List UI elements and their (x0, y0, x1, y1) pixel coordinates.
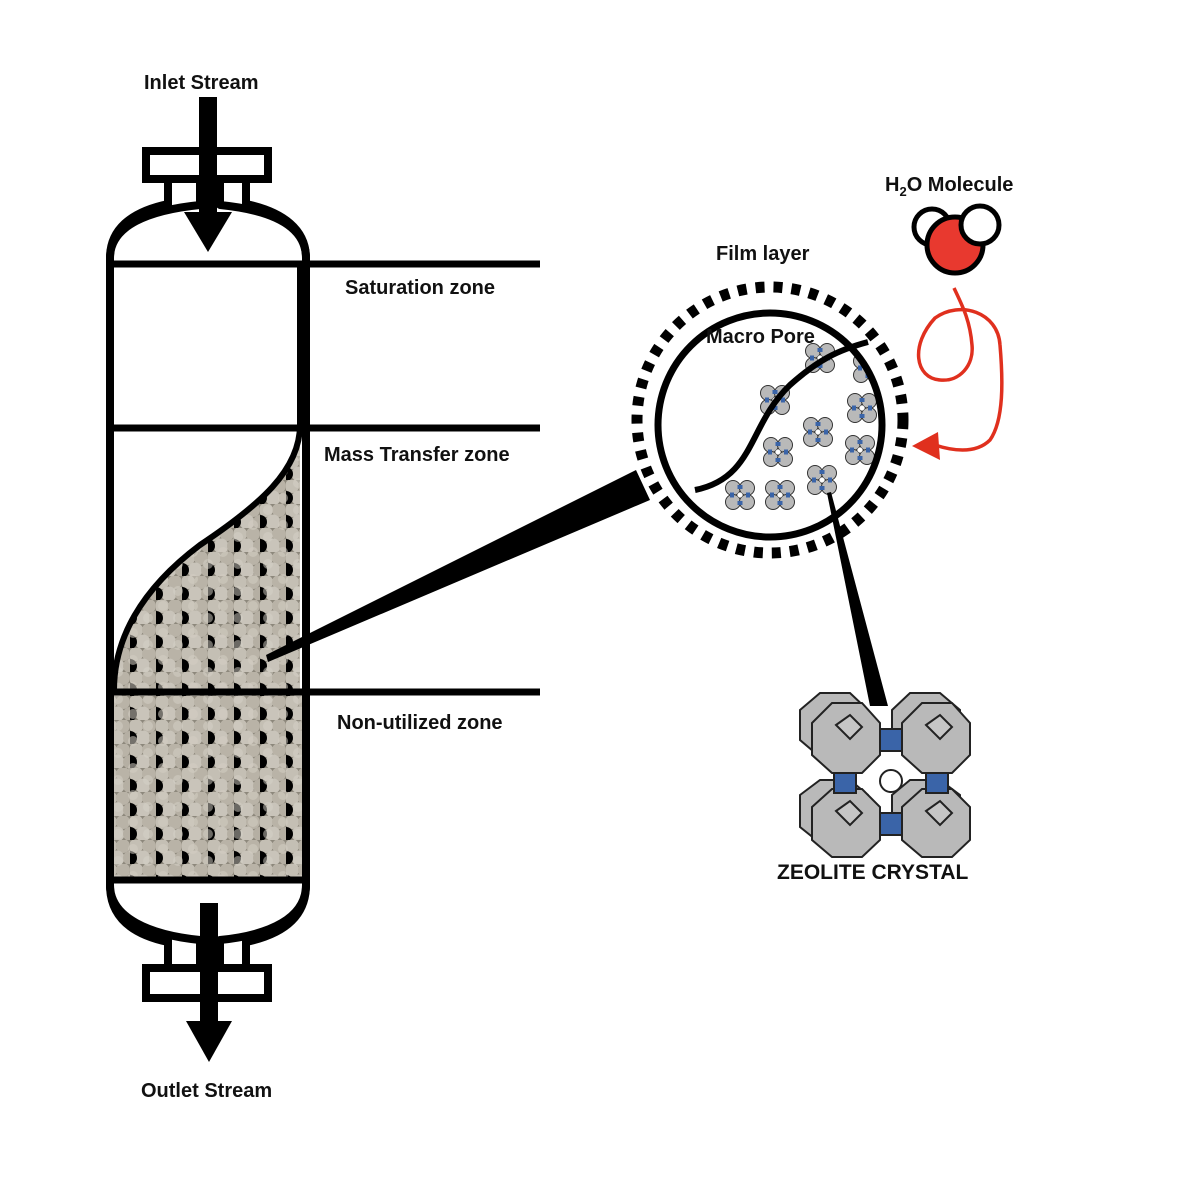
macro-pore-interface (694, 339, 869, 493)
water-diffusion-path (917, 287, 1004, 452)
h2o-molecule-icon (911, 203, 1002, 276)
magnification-beam (266, 470, 650, 662)
water-path-arrowhead-icon (912, 432, 940, 460)
outlet-arrow-icon (186, 903, 232, 1062)
macro-pore-boundary (654, 309, 886, 541)
saturation-zone-label: Saturation zone (345, 277, 495, 299)
mass-transfer-zone-label: Mass Transfer zone (324, 444, 510, 466)
film-layer-dotted-ring (631, 281, 909, 559)
crystal-magnification-beam (827, 492, 888, 706)
inlet-arrow-icon (184, 97, 232, 252)
film-layer-label: Film layer (716, 243, 810, 265)
zeolite-crystal-icon (799, 692, 971, 858)
outlet-stream-label: Outlet Stream (141, 1080, 272, 1102)
zeolite-crystal-label: ZEOLITE CRYSTAL (777, 861, 969, 884)
h2o-molecule-label: H2O Molecule (885, 174, 1013, 199)
magnified-pellet (631, 281, 909, 559)
macro-pore-label: Macro Pore (706, 326, 815, 348)
non-utilized-zone-label: Non-utilized zone (337, 712, 503, 734)
mass-transfer-front-curve (111, 264, 303, 691)
adsorption-column (106, 97, 540, 1062)
inlet-stream-label: Inlet Stream (144, 72, 258, 94)
